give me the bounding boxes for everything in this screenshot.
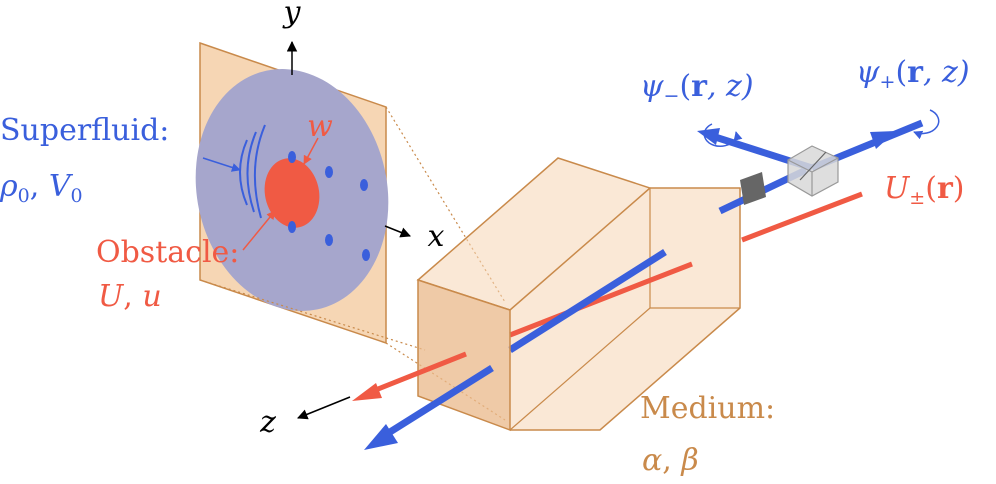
potential-label: U±(r) [884, 171, 964, 209]
vortex-dot [360, 179, 368, 191]
medium-title: Medium: [640, 391, 775, 426]
psi-minus-rotation-icon [703, 123, 743, 147]
vortex-dot [325, 166, 333, 178]
waveplate [740, 172, 766, 205]
fluid-beam-inside [508, 249, 667, 353]
obstacle-beam-out [367, 351, 467, 396]
projection-line [199, 279, 426, 351]
slab-hidden-edge [509, 307, 651, 431]
wave-arc [253, 124, 266, 219]
polarization-optics [697, 109, 940, 205]
psi-plus-rotation-icon [913, 109, 940, 140]
vortex-dots [288, 151, 370, 261]
medium-params: α, β [642, 443, 699, 478]
vortex-dot [288, 151, 296, 163]
obstacle-title: Obstacle: [96, 235, 239, 270]
transverse-plane [195, 40, 411, 345]
obstacle-params: U, u [98, 279, 162, 314]
superfluid-title: Superfluid: [0, 113, 169, 148]
fluid-beam-out [380, 365, 494, 440]
psi-minus-arrowhead [697, 128, 720, 145]
medium-slab [416, 157, 741, 431]
width-pointer [303, 137, 319, 165]
psi-plus-arrowhead [870, 131, 896, 149]
superfluid-pointer [202, 157, 241, 172]
x-axis-arrow [384, 225, 411, 238]
width-label: w [307, 109, 333, 144]
vortex-dot [362, 249, 370, 261]
psi-plus-label: ψ+(r, z) [856, 55, 970, 93]
wave-arc [239, 139, 248, 206]
superfluid-params: ρ0, V0 [0, 169, 83, 207]
x-axis-label: x [428, 219, 445, 254]
obstacle-beam-inside [509, 261, 693, 338]
y-axis-label: y [282, 0, 302, 30]
psi-minus-label: ψ−(r, z) [640, 69, 754, 107]
obstacle-spot [264, 158, 320, 228]
vortex-dot [325, 234, 333, 246]
obstacle-beam-in [741, 191, 863, 243]
slab-body [510, 188, 740, 430]
obstacle-beam-arrowhead [352, 383, 382, 401]
z-axis-label: z [259, 405, 276, 440]
fluid-beam-arrowhead [364, 424, 398, 450]
cube-diagonal [799, 151, 827, 181]
z-axis-arrow [297, 396, 351, 420]
obstacle-pointer [242, 210, 276, 251]
wave-arc [246, 131, 257, 213]
vortex-dot [288, 221, 296, 233]
wavefront-arcs [239, 124, 266, 219]
